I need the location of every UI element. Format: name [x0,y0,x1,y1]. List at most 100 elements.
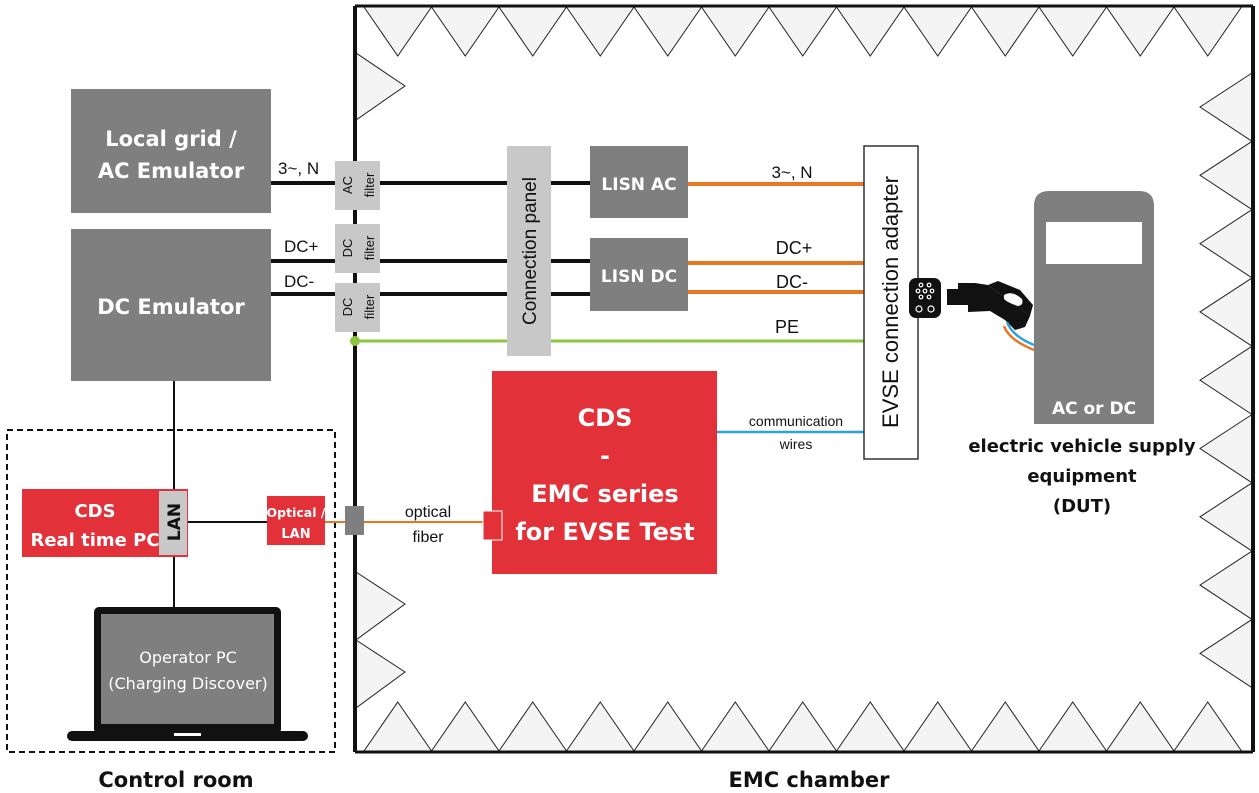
cds-emc-label-1: CDS [578,404,633,432]
absorber-top [1038,6,1108,57]
dc-minus-filter-label-2: filter [362,294,377,319]
absorber-right [1199,550,1253,621]
dc-plus-filter-label-2: filter [362,235,377,260]
dc-plus-filter: DC filter [335,224,380,273]
charging-plug-icon [947,281,1035,352]
absorber-bottom [633,701,703,752]
dc-emulator-label: DC Emulator [97,295,245,319]
optical-fiber-label-2: fiber [412,529,444,546]
dut-caption-1: electric vehicle supply [968,436,1196,457]
absorber-top [970,6,1040,57]
dc-plus-output-label: DC+ [776,238,813,258]
ac-emulator-label-2: AC Emulator [98,159,245,183]
operator-pc-label-2: (Charging Discover) [108,674,267,693]
dut-caption-2: equipment [1027,466,1137,487]
lisn-dc-label: LISN DC [601,267,677,287]
ac-filter: AC filter [335,161,380,210]
emc-chamber-label: EMC chamber [728,768,890,792]
ac-filter-label-1: AC [340,176,355,194]
dc-minus-filter-label-1: DC [340,298,355,317]
absorber-right [1199,413,1253,484]
absorber-top [498,6,568,57]
ac-input-label: 3~, N [278,159,319,178]
absorber-top [1105,6,1175,57]
absorber-top [768,6,838,57]
absorber-top [835,6,905,57]
dc-minus-filter: DC filter [335,283,380,332]
lisn-dc-box: LISN DC [590,238,688,311]
connection-panel-label: Connection panel [520,177,541,325]
optical-lan-converter: Optical / LAN [267,496,326,545]
dc-plus-filter-label-1: DC [340,239,355,258]
absorber-left [355,571,406,641]
lisn-ac-label: LISN AC [601,175,676,195]
cds-emc-label-2: - [600,442,610,470]
absorber-bottom [970,701,1040,752]
optical-lan-label-1: Optical / [267,505,326,520]
adapter-label: EVSE connection adapter [878,176,903,428]
absorber-bottom [768,701,838,752]
communication-label-1: communication [749,413,843,429]
absorber-right [1199,276,1253,348]
cds-pc-label-2: Real time PC [30,530,159,551]
chamber-absorbers [355,6,1253,752]
absorber-right [1199,481,1253,553]
pe-label: PE [775,317,799,337]
ccs-socket-icon [909,278,941,318]
operator-laptop: Operator PC (Charging Discover) [67,607,308,741]
dut-display [1046,222,1142,264]
control-room-border [6,429,336,753]
absorber-top [903,6,973,57]
ac-emulator-label-1: Local grid / [105,127,237,151]
absorber-top [1173,6,1243,57]
dc-emulator-box: DC Emulator [71,229,271,381]
dc-plus-input-label: DC+ [284,237,319,256]
absorber-bottom [565,701,635,752]
absorber-bottom [430,701,500,752]
dut-charger: AC or DC [1034,191,1154,424]
absorber-left [355,52,406,121]
lan-port-label: LAN [165,503,185,541]
lan-port [159,491,187,555]
dc-minus-input-label: DC- [284,272,314,291]
absorber-top [700,6,770,57]
ac-filter-label-2: filter [362,172,377,197]
optical-lan-label-2: LAN [281,527,310,542]
absorber-right [1199,618,1253,689]
absorber-top [430,6,500,57]
connection-panel: Connection panel [507,146,551,356]
cds-pc-label-1: CDS [74,501,115,522]
ac-output-label: 3~, N [771,163,812,182]
absorber-bottom [498,701,568,752]
absorber-right [1199,345,1253,416]
cds-emc-label-4: for EVSE Test [515,518,694,546]
lisn-ac-box: LISN AC [590,146,688,218]
dut-caption-3: (DUT) [1053,496,1111,517]
absorber-right [1199,208,1253,279]
control-room-label: Control room [98,768,253,792]
cds-optical-port [482,510,503,541]
dc-minus-output-label: DC- [776,272,808,292]
absorber-right [1199,72,1253,143]
absorber-bottom [903,701,973,752]
pe-junction [350,336,360,346]
absorber-bottom [363,701,433,752]
cds-realtime-pc: CDS Real time PC LAN [22,489,188,557]
ac-emulator-box: Local grid / AC Emulator [71,89,271,213]
absorber-top [633,6,703,57]
absorber-bottom [835,701,905,752]
absorber-bottom [700,701,770,752]
absorber-bottom [1038,701,1108,752]
operator-pc-label-1: Operator PC [139,648,237,667]
cds-emc-label-3: EMC series [531,480,678,508]
absorber-bottom [1173,701,1243,752]
cds-emc-box: CDS - EMC series for EVSE Test [492,371,717,574]
emc-chamber-walls [353,4,1255,754]
absorber-right [1199,140,1253,211]
power-wires-orange [688,182,864,294]
optical-feedthrough [345,506,364,535]
absorber-left [355,639,406,709]
dut-inner-label: AC or DC [1052,399,1136,419]
absorber-top [363,6,433,57]
